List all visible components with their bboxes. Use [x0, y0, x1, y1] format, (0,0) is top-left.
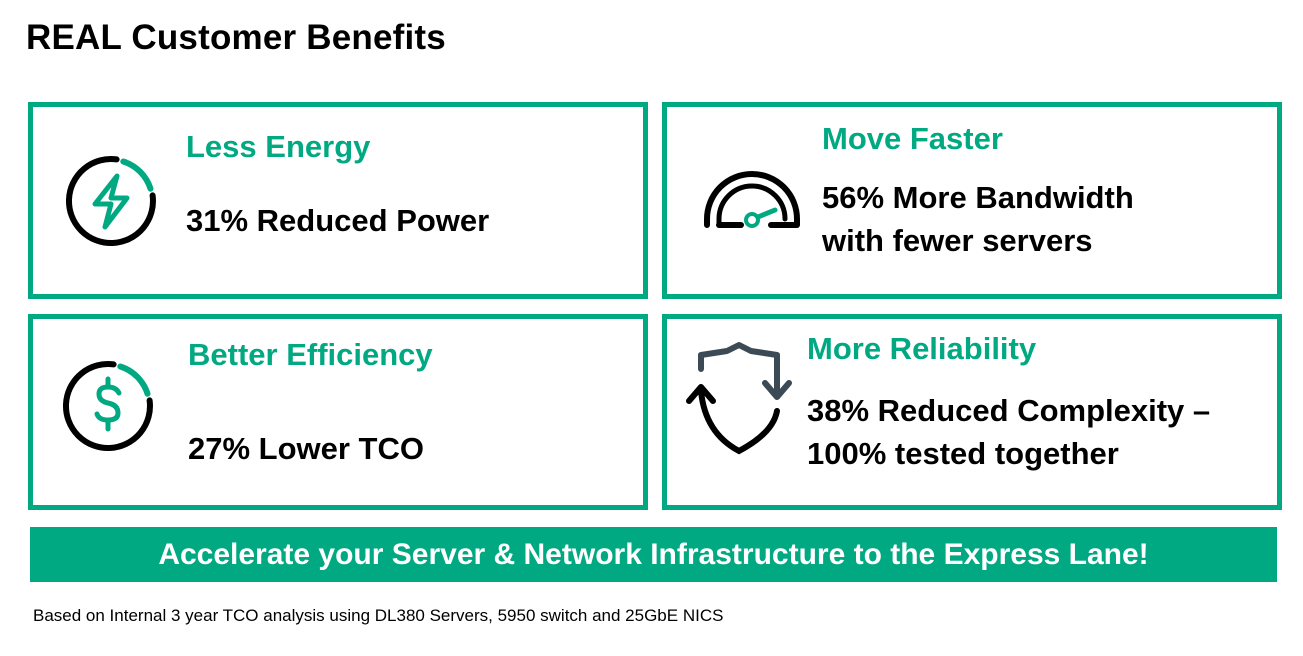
card-stat-line: 31% Reduced Power: [186, 203, 490, 238]
benefit-card-move-faster: Move Faster 56% More Bandwidth with fewe…: [662, 102, 1282, 299]
card-stat: 31% Reduced Power: [186, 199, 489, 242]
footnote: Based on Internal 3 year TCO analysis us…: [33, 606, 724, 625]
card-heading: More Reliability: [807, 331, 1037, 366]
card-stat-line: 38% Reduced Complexity –: [807, 393, 1211, 428]
benefit-card-more-reliability: More Reliability 38% Reduced Complexity …: [662, 314, 1282, 510]
card-stat-line: with fewer servers: [822, 223, 1093, 258]
lightning-power-icon: [66, 156, 156, 246]
card-stat-line: 56% More Bandwidth: [822, 180, 1134, 215]
speedometer-icon: [704, 171, 800, 228]
card-stat-line: 100% tested together: [807, 436, 1119, 471]
shield-arrows-icon: [686, 342, 792, 455]
card-heading: Less Energy: [186, 129, 371, 164]
benefit-card-better-efficiency: Better Efficiency 27% Lower TCO: [28, 314, 648, 510]
card-stat: 56% More Bandwidth with fewer servers: [822, 176, 1134, 262]
card-heading: Better Efficiency: [188, 337, 433, 372]
page-title: REAL Customer Benefits: [26, 18, 446, 57]
card-heading: Move Faster: [822, 121, 1003, 156]
dollar-circle-icon: [63, 361, 153, 451]
cta-banner: Accelerate your Server & Network Infrast…: [30, 527, 1277, 582]
card-stat: 27% Lower TCO: [188, 427, 424, 470]
benefit-card-less-energy: Less Energy 31% Reduced Power: [28, 102, 648, 299]
card-stat-line: 27% Lower TCO: [188, 431, 424, 466]
card-stat: 38% Reduced Complexity – 100% tested tog…: [807, 389, 1210, 475]
